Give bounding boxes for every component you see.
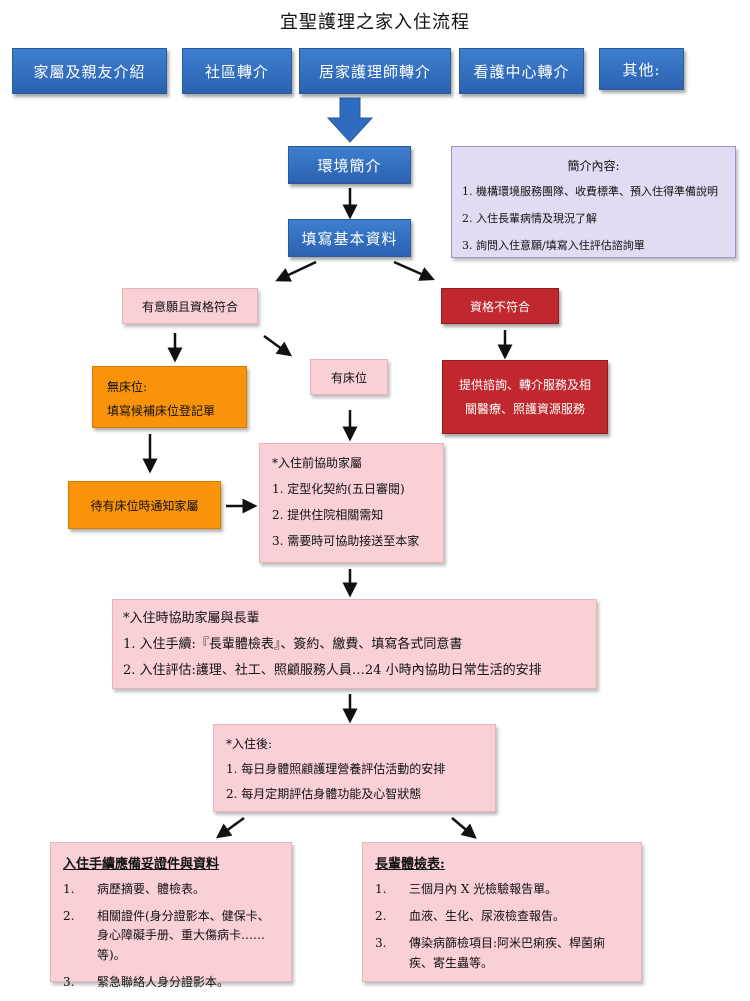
arrow-after-to-healthcheck xyxy=(451,817,477,839)
list-item: 1.三個月內 X 光檢驗報告單。 xyxy=(375,882,558,896)
during-admission-box: *入住時協助家屬與長輩 1. 入住手續:『長輩體檢表』、簽約、繳費、填寫各式同意… xyxy=(112,599,597,689)
after-admission-item: 1. 每日身體照顧護理營養評估活動的安排 xyxy=(226,762,446,776)
during-admission-item: 1. 入住手續:『長輩體檢表』、簽約、繳費、填寫各式同意書 xyxy=(123,637,463,652)
after-admission-item: 2. 每月定期評估身體功能及心智狀態 xyxy=(226,787,422,801)
intro-item: 1. 機構環境服務團隊、收費標準、預入住得準備說明 xyxy=(462,185,718,198)
list-item: 2.血液、生化、尿液檢查報告。 xyxy=(375,909,566,924)
environment-intro-box: 環境簡介 xyxy=(288,146,411,184)
intro-item: 3. 詢問入住意願/填寫入住評估諮詢單 xyxy=(462,239,645,252)
after-admission-box: *入住後: 1. 每日身體照顧護理營養評估活動的安排 2. 每月定期評估身體功能… xyxy=(213,724,496,812)
before-admission-item: 3. 需要時可協助接送至本家 xyxy=(272,534,420,548)
source-other: 其他: xyxy=(599,48,684,90)
list-item: 1.病歷摘要、體檢表。 xyxy=(63,882,206,896)
after-admission-title: *入住後: xyxy=(226,737,273,751)
no-bed-title: 無床位: xyxy=(107,380,148,394)
intro-item: 2. 入住長輩病情及現況了解 xyxy=(462,212,597,225)
arrow-after-to-documents xyxy=(215,816,245,839)
health-check-box: 長輩體檢表: 1.三個月內 X 光檢驗報告單。 2.血液、生化、尿液檢查報告。 … xyxy=(362,842,642,982)
notify-family-box: 待有床位時通知家屬 xyxy=(68,481,221,529)
qualified-box: 有意願且資格符合 xyxy=(122,288,258,324)
page-title: 宜聖護理之家入住流程 xyxy=(280,12,470,33)
list-item: 2.相關證件(身分證影本、健保卡、身心障礙手册、重大傷病卡……等)。 xyxy=(63,909,270,962)
no-bed-action: 填寫候補床位登記單 xyxy=(107,404,216,418)
referral-line: 關醫療、照護資源服務 xyxy=(464,402,585,416)
before-admission-box: *入住前協助家屬 1. 定型化契約(五日審閱) 2. 提供住院相關需知 3. 需… xyxy=(259,443,444,563)
big-down-arrow-icon xyxy=(326,97,374,143)
source-care-center: 看護中心轉介 xyxy=(459,48,584,94)
not-qualified-box: 資格不符合 xyxy=(441,288,559,324)
source-community: 社區轉介 xyxy=(182,48,292,94)
before-admission-item: 2. 提供住院相關需知 xyxy=(272,508,384,522)
before-admission-item: 1. 定型化契約(五日審閱) xyxy=(272,482,405,496)
during-admission-title: *入住時協助家屬與長輩 xyxy=(123,611,260,626)
referral-line: 提供諮詢、轉介服務及相 xyxy=(458,378,591,392)
documents-box: 入住手續應備妥證件與資料 1.病歷摘要、體檢表。 2.相關證件(身分證影本、健保… xyxy=(50,842,292,989)
source-home-nurse: 居家護理師轉介 xyxy=(299,48,451,94)
source-family-friends: 家屬及親友介紹 xyxy=(12,48,167,94)
arrow-fill-to-qualified xyxy=(275,260,317,282)
arrow-qualified-to-hasbed xyxy=(263,334,293,357)
has-bed-box: 有床位 xyxy=(310,359,388,395)
intro-content-box: 簡介內容: 1. 機構環境服務團隊、收費標準、預入住得準備說明 2. 入住長輩病… xyxy=(451,146,736,258)
referral-box: 提供諮詢、轉介服務及相 關醫療、照護資源服務 xyxy=(442,360,608,434)
documents-title: 入住手續應備妥證件與資料 xyxy=(63,857,220,872)
during-admission-item: 2. 入住評估:護理、社工、照顧服務人員…24 小時內協助日常生活的安排 xyxy=(123,663,542,678)
health-check-title: 長輩體檢表: xyxy=(375,857,445,872)
fill-basic-info-box: 填寫基本資料 xyxy=(288,219,411,257)
list-item: 3.傳染病篩檢項目:阿米巴痢疾、桿菌痢疾、寄生蟲等。 xyxy=(375,936,606,970)
before-admission-title: *入住前協助家屬 xyxy=(272,456,363,470)
no-bed-box: 無床位: 填寫候補床位登記單 xyxy=(92,366,247,428)
arrow-fill-to-not-qualified xyxy=(393,260,435,281)
intro-content-title: 簡介內容: xyxy=(567,159,620,173)
list-item: 3.緊急聯絡人身分證影本。 xyxy=(63,974,230,989)
